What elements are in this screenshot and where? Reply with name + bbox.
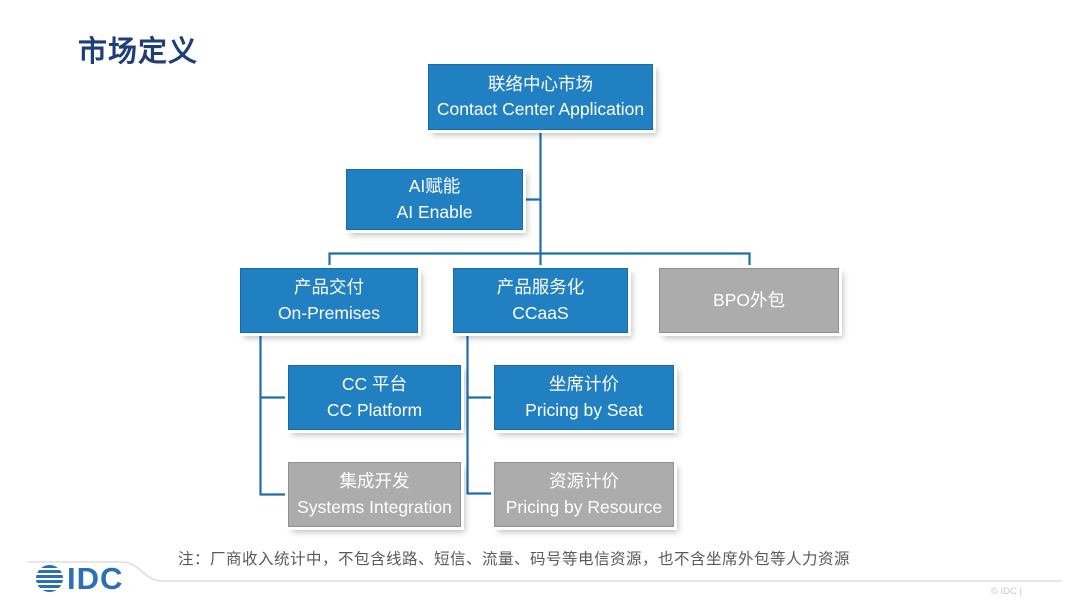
node-label-en: AI Enable: [396, 201, 473, 222]
idc-globe-icon: [36, 565, 63, 592]
node-label-zh: 产品服务化: [496, 277, 585, 298]
node-label-zh: BPO外包: [713, 289, 785, 310]
node-ai-enable: AI赋能 AI Enable: [346, 169, 523, 230]
node-label-zh: 产品交付: [294, 277, 364, 298]
copyright-text: © IDC |: [990, 586, 1022, 597]
idc-logo: IDC: [36, 563, 123, 594]
node-pricing-by-seat: 坐席计价 Pricing by Seat: [494, 365, 674, 430]
node-on-premises: 产品交付 On-Premises: [240, 268, 418, 333]
node-label-en: CC Platform: [326, 399, 423, 420]
node-label-zh: 坐席计价: [549, 374, 619, 395]
node-systems-integration: 集成开发 Systems Integration: [288, 462, 461, 527]
node-pricing-by-resource: 资源计价 Pricing by Resource: [494, 462, 674, 527]
idc-logo-text: IDC: [67, 561, 124, 596]
node-contact-center-market: 联络中心市场 Contact Center Application: [428, 64, 653, 130]
node-bpo-outsourcing: BPO外包: [659, 268, 839, 333]
node-label-en: Pricing by Resource: [505, 496, 663, 517]
node-label-zh: CC 平台: [341, 374, 408, 395]
node-label-zh: 联络中心市场: [488, 73, 593, 94]
node-label-zh: AI赋能: [408, 176, 461, 197]
page-title: 市场定义: [78, 36, 199, 68]
node-label-en: Pricing by Seat: [525, 399, 643, 420]
node-label-en: Systems Integration: [297, 496, 452, 517]
node-label-en: On-Premises: [277, 302, 381, 323]
node-label-zh: 集成开发: [339, 471, 410, 492]
node-ccaas: 产品服务化 CCaaS: [453, 268, 628, 333]
node-label-en: CCaaS: [512, 302, 569, 323]
node-label-en: Contact Center Application: [436, 99, 645, 119]
footnote: 注：厂商收入统计中，不包含线路、短信、流量、码号等电信资源，也不含坐席外包等人力…: [178, 551, 851, 568]
node-cc-platform: CC 平台 CC Platform: [288, 365, 461, 430]
node-label-zh: 资源计价: [549, 471, 619, 492]
